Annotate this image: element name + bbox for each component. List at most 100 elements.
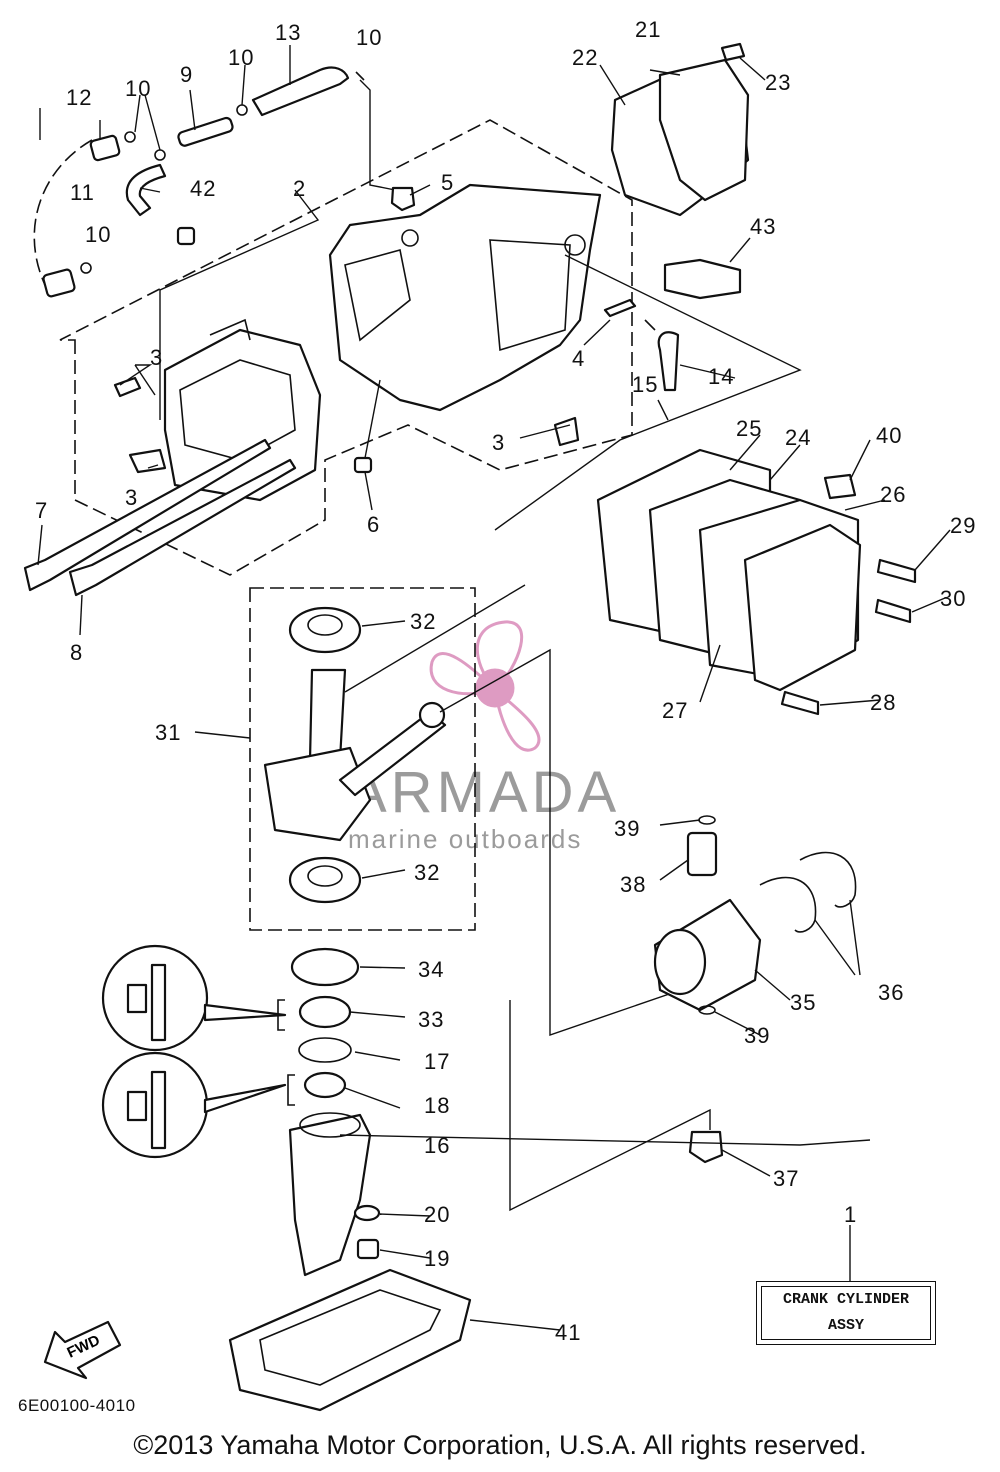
seal-detail-2-lip <box>126 1090 148 1122</box>
hose-routing-line-2 <box>359 79 396 191</box>
small-end <box>418 701 446 729</box>
bolt-28 <box>780 690 820 716</box>
label-28: 28 <box>870 690 896 715</box>
crank-leader <box>344 584 526 693</box>
seal-detail-2-shaft <box>150 1070 167 1150</box>
label-13: 13 <box>275 20 301 45</box>
label-29: 29 <box>950 513 976 538</box>
piston-crown <box>653 928 707 996</box>
label-42: 42 <box>190 176 216 201</box>
label-32b: 32 <box>414 860 440 885</box>
ring-36b <box>799 851 857 908</box>
housing-16 <box>288 1113 372 1277</box>
clip-10a <box>124 131 136 143</box>
label-9: 9 <box>180 62 193 87</box>
propeller-logo <box>429 620 541 752</box>
housing-bore <box>299 1112 361 1138</box>
bolt-7 <box>23 438 272 592</box>
hose-group <box>33 66 396 298</box>
crank-shaft <box>308 668 347 762</box>
hose-14 <box>657 331 680 392</box>
pipe-9 <box>177 116 234 147</box>
label-21: 21 <box>635 17 661 42</box>
fwd-arrow-icon: FWD <box>43 1320 122 1380</box>
label-3a: 3 <box>150 345 163 370</box>
diagram-code: 6E00100-4010 <box>18 1396 136 1415</box>
crank-boundary <box>249 587 476 931</box>
label-33: 33 <box>418 1007 444 1032</box>
bolt-4 <box>603 298 637 318</box>
assembly-label-line2: ASSY <box>827 1317 864 1334</box>
seal-detail-1-lip <box>126 983 148 1014</box>
label-40: 40 <box>876 423 902 448</box>
label-18: 18 <box>424 1093 450 1118</box>
crankcase-boundary <box>59 119 633 576</box>
lower-housing-group <box>101 944 472 1412</box>
label-16: 16 <box>424 1133 450 1158</box>
label-36: 36 <box>878 980 904 1005</box>
seal-33 <box>298 995 352 1029</box>
seal-detail-1-pointer <box>203 1003 287 1022</box>
clip-39-bottom <box>698 1005 716 1015</box>
watermark-tagline: marine outboards <box>348 824 582 854</box>
label-37: 37 <box>773 1166 799 1191</box>
bearing-32-bottom-bore <box>307 865 343 887</box>
label-19: 19 <box>424 1246 450 1271</box>
label-31: 31 <box>155 720 181 745</box>
bracket-18 <box>287 1074 295 1106</box>
ring-36a <box>759 876 817 933</box>
seal-34 <box>290 947 360 987</box>
nut-37 <box>688 1130 724 1164</box>
crankcase-top <box>209 318 251 341</box>
label-34: 34 <box>418 957 444 982</box>
block-bore-left <box>344 249 411 342</box>
clip-15 <box>644 319 656 331</box>
screw-3b <box>128 448 167 474</box>
bolt-8 <box>68 458 297 597</box>
label-15: 15 <box>632 372 658 397</box>
clip-10b <box>154 149 166 161</box>
label-24: 24 <box>785 425 811 450</box>
label-4: 4 <box>572 346 585 371</box>
label-17: 17 <box>424 1049 450 1074</box>
seal-18 <box>303 1071 347 1099</box>
bearing-32-top-bore <box>307 614 343 636</box>
seal-detail-1-shaft <box>150 963 167 1042</box>
label-25: 25 <box>736 416 762 441</box>
label-7: 7 <box>35 498 48 523</box>
washer-20 <box>353 1204 381 1222</box>
hose-13 <box>251 66 350 117</box>
crankcase-inner <box>179 359 296 461</box>
label-30: 30 <box>940 586 966 611</box>
gasket-41-inner <box>259 1289 442 1386</box>
dowel-pin-6 <box>353 456 373 474</box>
armada-watermark: ARMADA marine outboards <box>348 620 616 854</box>
label-2: 2 <box>293 176 306 201</box>
bolt-29 <box>876 558 917 584</box>
label-22: 22 <box>572 45 598 70</box>
crankcase-assembly-2 <box>23 108 742 597</box>
label-3c: 3 <box>492 430 505 455</box>
label-38: 38 <box>620 872 646 897</box>
label-1: 1 <box>844 1202 857 1227</box>
assembly-label-box: CRANK CYLINDER ASSY <box>756 1281 936 1345</box>
crank-web <box>263 746 372 842</box>
label-23: 23 <box>765 70 791 95</box>
seal-detail-2-pointer <box>203 1083 287 1114</box>
label-10d: 10 <box>85 222 111 247</box>
label-39a: 39 <box>614 816 640 841</box>
crankcase-half <box>163 328 322 502</box>
hose-routing-line <box>33 139 93 286</box>
label-35: 35 <box>790 990 816 1015</box>
block-head-face <box>489 239 571 352</box>
spark-plug-43 <box>663 258 742 300</box>
connecting-rod <box>338 710 447 797</box>
pin-38 <box>686 831 718 877</box>
dowel-leader <box>364 379 381 459</box>
screw-3a <box>113 376 142 398</box>
clip-10c <box>236 104 248 116</box>
label-43: 43 <box>750 214 776 239</box>
assembly-label-line1: CRANK CYLINDER <box>782 1291 910 1308</box>
label-20: 20 <box>424 1202 450 1227</box>
